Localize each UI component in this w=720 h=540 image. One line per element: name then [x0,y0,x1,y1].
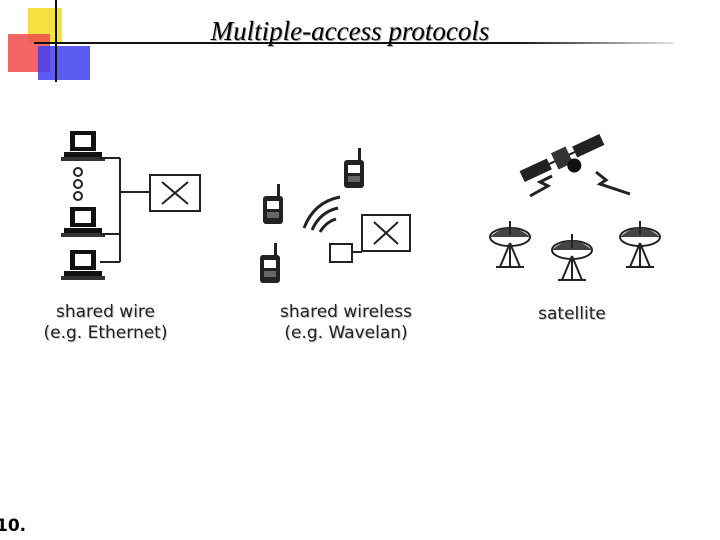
computer-icon [61,207,105,237]
dish-antenna-icon [619,220,661,268]
caption-shared-wireless: shared wireless (e.g. Wavelan) [246,302,446,344]
decor-blue-square [38,46,90,80]
ellipsis-dot [73,167,83,177]
shared-wireless-diagram [260,148,411,283]
caption-line: shared wire [55,302,156,322]
computer-icon [61,250,105,280]
satellite-icon [519,133,605,183]
dish-antenna-icon [489,220,531,268]
slide-title: Multiple-access protocols [210,16,490,46]
caption-shared-wire: shared wire (e.g. Ethernet) [8,302,203,344]
decor-vertical-line [55,0,57,82]
caption-line: (e.g. Ethernet) [43,323,168,343]
dish-antenna-icon [551,233,593,281]
wireless-node-icon [344,148,364,188]
computer-icon [61,131,105,161]
shared-wire-diagram [61,131,201,280]
caption-line: shared wireless [280,302,412,322]
satellite-diagram [489,133,661,281]
ellipsis-dot [73,191,83,201]
caption-satellite: satellite [512,304,632,325]
access-point-box [329,243,353,263]
title-rule [34,42,674,44]
signal-lightning-icon [529,174,553,198]
ellipsis-dot [73,179,83,189]
wireless-node-icon [263,184,283,224]
wireless-node-icon [260,243,280,283]
signal-lightning-icon [595,170,631,196]
caption-line: satellite [538,304,606,324]
wireless-waves-icon [302,195,341,233]
router-box [149,174,201,212]
slide-number: 10. [0,516,27,536]
caption-line: (e.g. Wavelan) [284,323,408,343]
